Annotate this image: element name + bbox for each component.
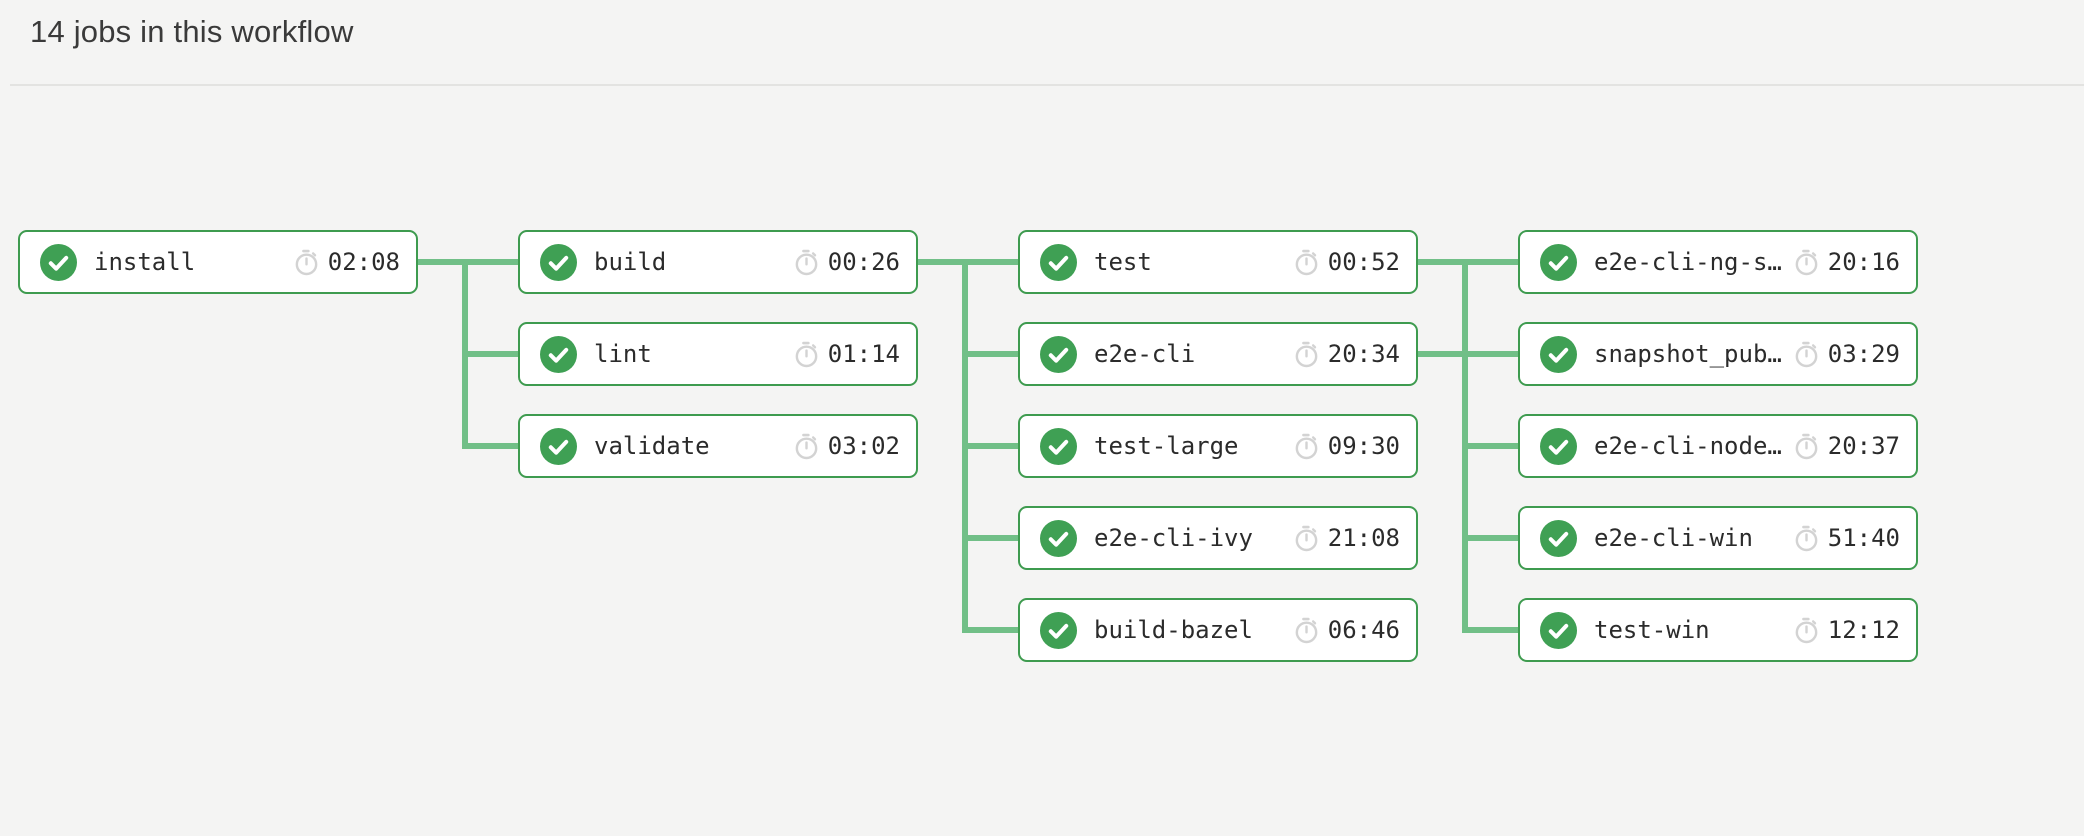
job-meta: 03:02 xyxy=(792,432,900,461)
job-meta: 20:37 xyxy=(1792,432,1900,461)
job-meta: 03:29 xyxy=(1792,340,1900,369)
success-check-icon xyxy=(1040,427,1077,465)
job-name: build-bazel xyxy=(1094,616,1253,644)
job-meta: 51:40 xyxy=(1792,524,1900,553)
job-meta: 21:08 xyxy=(1292,524,1400,553)
stopwatch-icon xyxy=(1295,525,1318,551)
connector-line xyxy=(1462,443,1518,449)
job-name: e2e-cli-win xyxy=(1594,524,1753,552)
job-meta: 12:12 xyxy=(1792,616,1900,645)
job-card-snapshot-publish[interactable]: snapshot_pub… 03:29 xyxy=(1518,322,1918,386)
connector-line xyxy=(962,627,1018,633)
stopwatch-icon xyxy=(1295,341,1318,367)
stopwatch-icon xyxy=(1795,525,1818,551)
success-check-icon xyxy=(540,335,577,373)
connector-line xyxy=(962,535,1018,541)
job-duration: 02:08 xyxy=(327,248,400,276)
job-meta: 20:16 xyxy=(1792,248,1900,277)
success-check-icon xyxy=(1040,243,1077,281)
connector-line xyxy=(962,443,1018,449)
job-card-lint[interactable]: lint 01:14 xyxy=(518,322,918,386)
job-card-e2e-cli[interactable]: e2e-cli 20:34 xyxy=(1018,322,1418,386)
job-name: test-win xyxy=(1594,616,1710,644)
success-check-icon xyxy=(40,243,77,281)
job-card-build-bazel[interactable]: build-bazel 06:46 xyxy=(1018,598,1418,662)
success-check-icon xyxy=(1040,519,1077,557)
job-meta: 20:34 xyxy=(1292,340,1400,369)
job-meta: 00:52 xyxy=(1292,248,1400,277)
job-card-e2e-cli-node[interactable]: e2e-cli-node… 20:37 xyxy=(1518,414,1918,478)
job-name: build xyxy=(594,248,667,276)
connector-line xyxy=(1418,259,1518,265)
success-check-icon xyxy=(540,243,577,281)
success-check-icon xyxy=(540,427,577,465)
success-check-icon xyxy=(1540,427,1577,465)
job-card-test-large[interactable]: test-large 09:30 xyxy=(1018,414,1418,478)
success-check-icon xyxy=(1540,611,1577,649)
stopwatch-icon xyxy=(1795,341,1818,367)
success-check-icon xyxy=(1540,243,1577,281)
success-check-icon xyxy=(1040,611,1077,649)
connector-line xyxy=(1418,351,1518,357)
connector-line xyxy=(462,443,518,449)
job-duration: 01:14 xyxy=(827,340,900,368)
job-card-e2e-cli-ivy[interactable]: e2e-cli-ivy 21:08 xyxy=(1018,506,1418,570)
job-name: e2e-cli xyxy=(1094,340,1196,368)
stopwatch-icon xyxy=(1795,433,1818,459)
job-meta: 09:30 xyxy=(1292,432,1400,461)
job-duration: 20:37 xyxy=(1827,432,1900,460)
job-name: test xyxy=(1094,248,1152,276)
stopwatch-icon xyxy=(795,341,818,367)
job-duration: 12:12 xyxy=(1827,616,1900,644)
job-duration: 20:16 xyxy=(1827,248,1900,276)
job-name: e2e-cli-ivy xyxy=(1094,524,1253,552)
job-card-e2e-cli-ng-snapshots[interactable]: e2e-cli-ng-s… 20:16 xyxy=(1518,230,1918,294)
job-duration: 03:02 xyxy=(827,432,900,460)
job-duration: 03:29 xyxy=(1827,340,1900,368)
stopwatch-icon xyxy=(295,249,318,275)
job-duration: 00:26 xyxy=(827,248,900,276)
job-meta: 02:08 xyxy=(292,248,400,277)
job-name: lint xyxy=(594,340,652,368)
connector-line xyxy=(962,351,1018,357)
header-divider xyxy=(10,84,2084,86)
job-name: e2e-cli-node… xyxy=(1594,432,1782,460)
job-card-validate[interactable]: validate 03:02 xyxy=(518,414,918,478)
connector-line xyxy=(462,351,518,357)
stopwatch-icon xyxy=(1795,249,1818,275)
stopwatch-icon xyxy=(1795,617,1818,643)
job-duration: 21:08 xyxy=(1327,524,1400,552)
job-card-test-win[interactable]: test-win 12:12 xyxy=(1518,598,1918,662)
job-name: install xyxy=(94,248,196,276)
success-check-icon xyxy=(1040,335,1077,373)
job-duration: 06:46 xyxy=(1327,616,1400,644)
job-meta: 01:14 xyxy=(792,340,900,369)
page-title: 14 jobs in this workflow xyxy=(30,14,354,49)
job-duration: 20:34 xyxy=(1327,340,1400,368)
job-name: e2e-cli-ng-s… xyxy=(1594,248,1782,276)
stopwatch-icon xyxy=(795,433,818,459)
connector-line xyxy=(1462,627,1518,633)
job-card-build[interactable]: build 00:26 xyxy=(518,230,918,294)
stopwatch-icon xyxy=(1295,249,1318,275)
job-meta: 06:46 xyxy=(1292,616,1400,645)
job-duration: 00:52 xyxy=(1327,248,1400,276)
connector-line xyxy=(918,259,1018,265)
job-name: validate xyxy=(594,432,710,460)
stopwatch-icon xyxy=(1295,617,1318,643)
job-duration: 51:40 xyxy=(1827,524,1900,552)
job-meta: 00:26 xyxy=(792,248,900,277)
connector-line xyxy=(1462,535,1518,541)
stopwatch-icon xyxy=(795,249,818,275)
job-name: test-large xyxy=(1094,432,1239,460)
job-duration: 09:30 xyxy=(1327,432,1400,460)
success-check-icon xyxy=(1540,519,1577,557)
success-check-icon xyxy=(1540,335,1577,373)
job-name: snapshot_pub… xyxy=(1594,340,1782,368)
stopwatch-icon xyxy=(1295,433,1318,459)
job-card-e2e-cli-win[interactable]: e2e-cli-win 51:40 xyxy=(1518,506,1918,570)
job-card-test[interactable]: test 00:52 xyxy=(1018,230,1418,294)
job-card-install[interactable]: install 02:08 xyxy=(18,230,418,294)
